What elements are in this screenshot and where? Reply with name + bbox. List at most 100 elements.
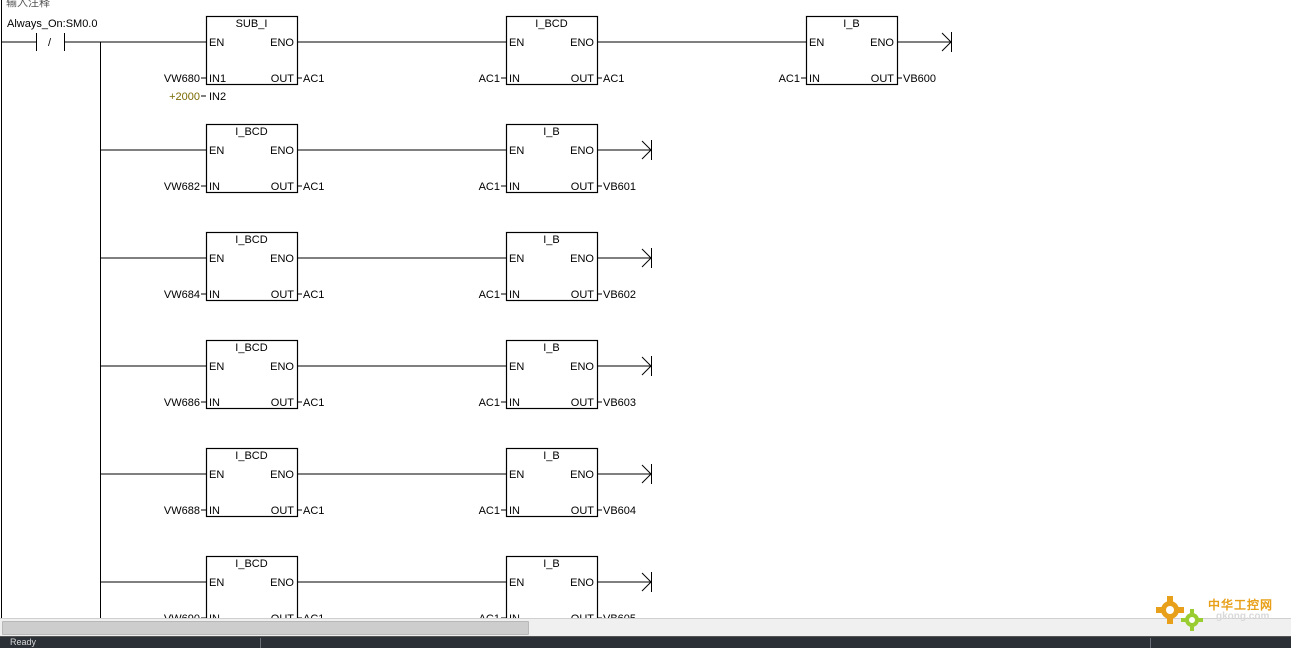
box-title: I_B — [543, 234, 560, 246]
out-pin-label: OUT — [571, 289, 595, 301]
operand-out: AC1 — [603, 73, 624, 85]
out-pin-label: OUT — [571, 613, 595, 618]
out-pin-label: OUT — [271, 505, 295, 517]
operand-in: AC1 — [479, 505, 500, 517]
status-separator — [1150, 638, 1151, 648]
out-pin-label: OUT — [571, 181, 595, 193]
in-pin-label: IN — [509, 397, 520, 409]
operand-in: AC1 — [479, 73, 500, 85]
out-pin-label: OUT — [271, 73, 295, 85]
watermark-logo: 中华工控网 gkong.com — [1150, 590, 1290, 634]
en-pin-label: EN — [509, 361, 524, 373]
rung[interactable]: I_BCDENENOINVW690OUTAC1I_BENENOINAC1OUTV… — [100, 555, 652, 619]
box-title: I_BCD — [235, 126, 267, 138]
operand-out: VB603 — [603, 397, 636, 409]
eno-pin-label: ENO — [570, 37, 594, 49]
en-pin-label: EN — [509, 577, 524, 589]
box-title: I_BCD — [235, 450, 267, 462]
in-pin-label: IN — [209, 613, 220, 618]
operand-out: AC1 — [303, 289, 324, 301]
in-pin-label: IN — [509, 613, 520, 618]
eno-pin-label: ENO — [270, 37, 294, 49]
operand-in: VW690 — [164, 613, 200, 618]
operand-in: AC1 — [479, 397, 500, 409]
box-title: I_B — [543, 558, 560, 570]
en-pin-label: EN — [209, 37, 224, 49]
operand-out: VB604 — [603, 505, 636, 517]
operand-in: VW684 — [164, 289, 200, 301]
en-pin-label: EN — [209, 145, 224, 157]
eno-pin-label: ENO — [570, 253, 594, 265]
operand-in: AC1 — [479, 289, 500, 301]
eno-pin-label: ENO — [870, 37, 894, 49]
in-pin-label: IN — [209, 397, 220, 409]
operand-out: VB600 — [903, 73, 936, 85]
en-pin-label: EN — [209, 361, 224, 373]
in-pin-label: IN — [809, 73, 820, 85]
box-title: I_B — [843, 18, 860, 30]
en-pin-label: EN — [209, 469, 224, 481]
status-separator — [260, 638, 261, 648]
contact-always-on[interactable]: Always_On:SM0.0 / — [2, 18, 206, 51]
in2-pin-label: IN2 — [209, 91, 226, 103]
eno-pin-label: ENO — [270, 253, 294, 265]
rung-end-arrow — [641, 140, 652, 160]
instruction-box[interactable]: I_BENENOINAC1OUTVB605 — [479, 555, 636, 619]
operand-in: VW688 — [164, 505, 200, 517]
box-title: SUB_I — [236, 18, 268, 30]
out-pin-label: OUT — [271, 181, 295, 193]
operand-out: AC1 — [303, 181, 324, 193]
rung-end-arrow — [641, 248, 652, 268]
in-pin-label: IN — [509, 73, 520, 85]
box-title: I_BCD — [235, 342, 267, 354]
operand-out: VB602 — [603, 289, 636, 301]
in-pin-label: IN — [209, 505, 220, 517]
en-pin-label: EN — [509, 469, 524, 481]
contact-label: Always_On:SM0.0 — [7, 18, 97, 30]
operand-in: AC1 — [479, 181, 500, 193]
out-pin-label: OUT — [271, 397, 295, 409]
eno-pin-label: ENO — [570, 469, 594, 481]
box-title: I_BCD — [235, 558, 267, 570]
operand-in: AC1 — [479, 613, 500, 618]
out-pin-label: OUT — [871, 73, 895, 85]
eno-pin-label: ENO — [570, 145, 594, 157]
box-title: I_B — [543, 342, 560, 354]
gear-icon — [1156, 596, 1203, 631]
operand-in1: VW680 — [164, 73, 200, 85]
status-text: Ready — [10, 637, 37, 647]
operand-out: AC1 — [303, 397, 324, 409]
scrollbar-thumb[interactable] — [2, 621, 529, 635]
in-pin-label: IN — [209, 289, 220, 301]
box-title: I_B — [543, 126, 560, 138]
instruction-box[interactable]: I_BCDENENOINVW690OUTAC1 — [164, 555, 324, 619]
operand-out: AC1 — [303, 505, 324, 517]
network-comment[interactable]: 输入注释 — [6, 0, 50, 9]
in-pin-label: IN — [209, 181, 220, 193]
operand-in2: +2000 — [169, 91, 200, 103]
horizontal-scrollbar[interactable] — [0, 618, 1291, 636]
box-title: I_BCD — [235, 234, 267, 246]
operand-in: VW686 — [164, 397, 200, 409]
in-pin-label: IN — [509, 505, 520, 517]
out-pin-label: OUT — [571, 397, 595, 409]
in1-pin-label: IN1 — [209, 73, 226, 85]
